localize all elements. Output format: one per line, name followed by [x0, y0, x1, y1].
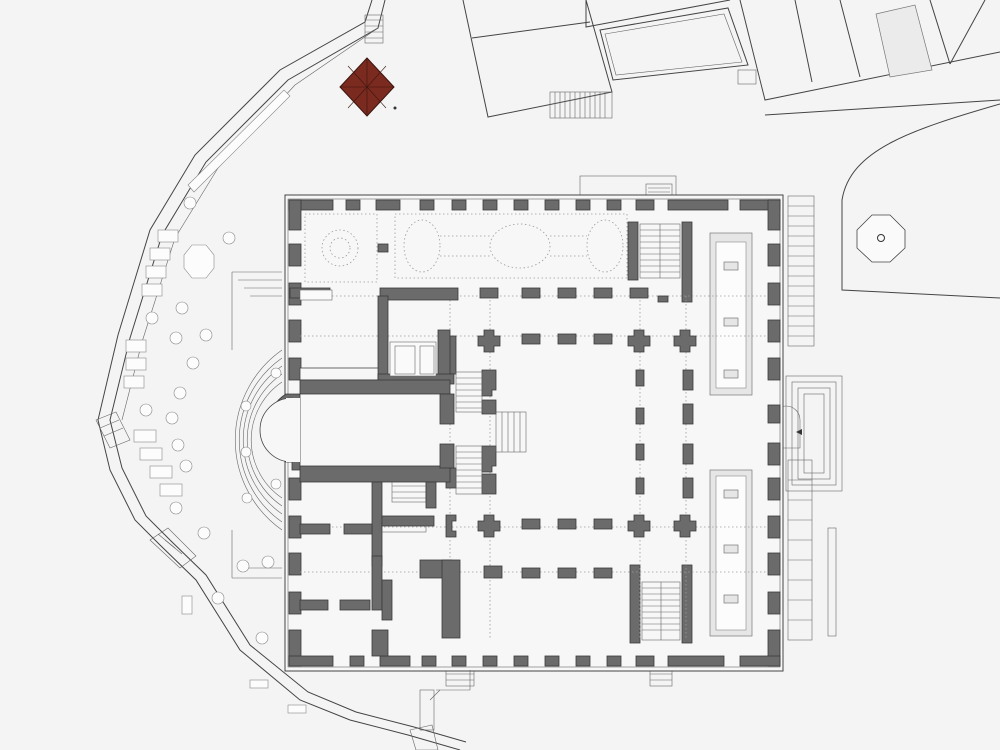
neighbouring-buildings: [462, 0, 1000, 119]
plaza-right: [771, 103, 1000, 641]
entrance-arrow-icon: [796, 429, 802, 435]
pavilion-roof-icon: [339, 57, 397, 117]
cafe-tables: [139, 196, 282, 645]
fountain-octagon: [856, 214, 906, 263]
main-building: [259, 194, 784, 672]
terrace-left: [95, 0, 467, 750]
lower-paths: [429, 670, 471, 701]
